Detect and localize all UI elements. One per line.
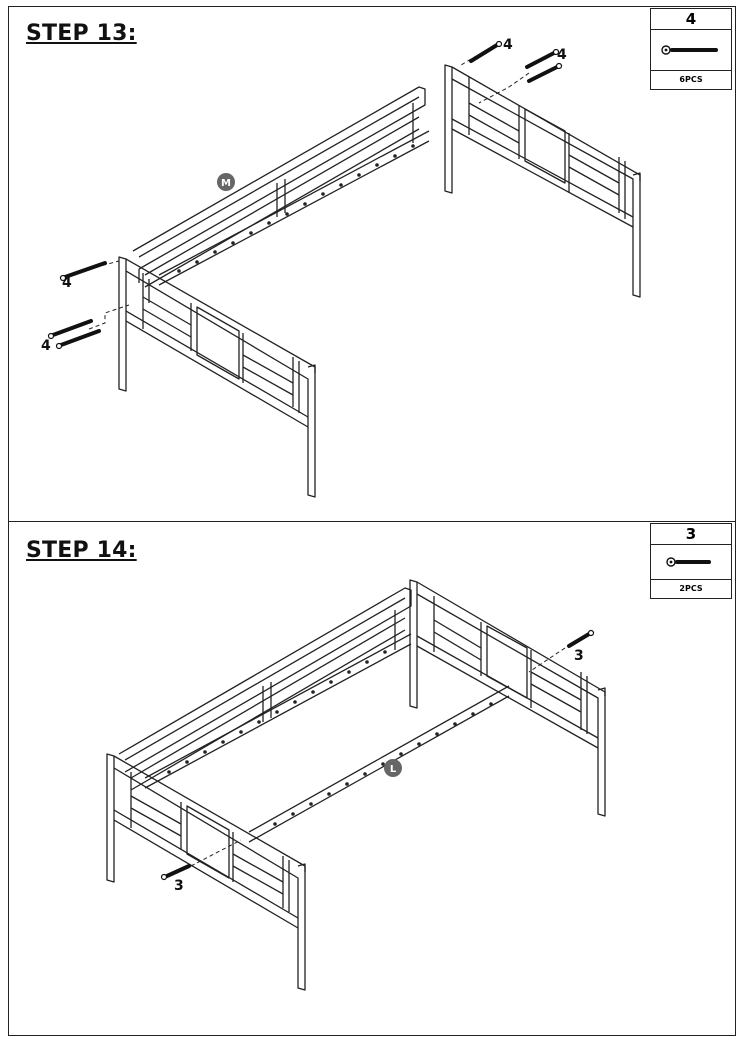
step-14-title: STEP 14: [26, 538, 137, 563]
bolt-callout: 4 [557, 47, 567, 63]
bolt-callout: 3 [574, 648, 584, 664]
part-label-badge: L [384, 759, 402, 777]
step-13-hardware-box: 4 6PCS [650, 8, 732, 90]
hardware-quantity: 6PCS [679, 75, 703, 84]
hardware-quantity: 2PCS [679, 584, 703, 593]
step-14-drawing: 3 3 L [106, 579, 606, 991]
part-label: M [221, 178, 231, 189]
step-13-panel: STEP 13: 4 6PCS [8, 6, 736, 522]
part-label-badge: M [217, 173, 235, 191]
bolt-callout: 4 [503, 37, 513, 53]
bolt-icon [651, 545, 731, 580]
part-label: L [390, 764, 397, 775]
step-14-panel: STEP 14: 3 2PCS [8, 521, 736, 1036]
step-13-title: STEP 13: [26, 21, 137, 46]
bolt-callout: 3 [174, 878, 184, 894]
bolt-icon [651, 30, 731, 71]
hardware-part-number: 3 [651, 524, 731, 545]
bolt-callout: 4 [41, 338, 51, 354]
hardware-part-number: 4 [651, 9, 731, 30]
step-13-drawing: 4 4 4 4 M [41, 37, 641, 498]
step-14-hardware-box: 3 2PCS [650, 523, 732, 599]
bolt-callout: 4 [62, 275, 72, 291]
